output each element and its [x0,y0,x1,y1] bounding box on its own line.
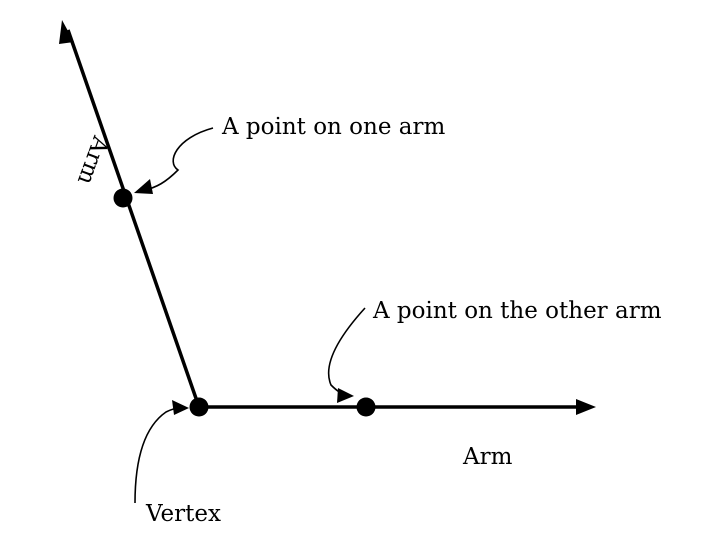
label-arm-upper: Arm [72,132,114,188]
label-point-on-other-arm: A point on the other arm [372,298,662,324]
pointer-one-arm-head [134,179,153,194]
point-on-other-arm [356,397,376,417]
upper-arm-ray [66,29,201,408]
label-point-on-one-arm: A point on one arm [221,114,445,140]
upper-arm-arrowhead [59,20,74,44]
point-on-one-arm [113,188,133,208]
pointer-vertex-head [172,400,189,415]
label-vertex: Vertex [145,501,221,527]
vertex-point [189,397,209,417]
pointer-vertex [134,407,181,504]
pointer-one-arm [143,127,214,191]
pointer-other-arm-head [337,388,354,403]
pointer-other-arm [327,307,366,395]
label-arm-lower: Arm [462,444,513,470]
lower-arm-arrowhead [576,399,596,415]
